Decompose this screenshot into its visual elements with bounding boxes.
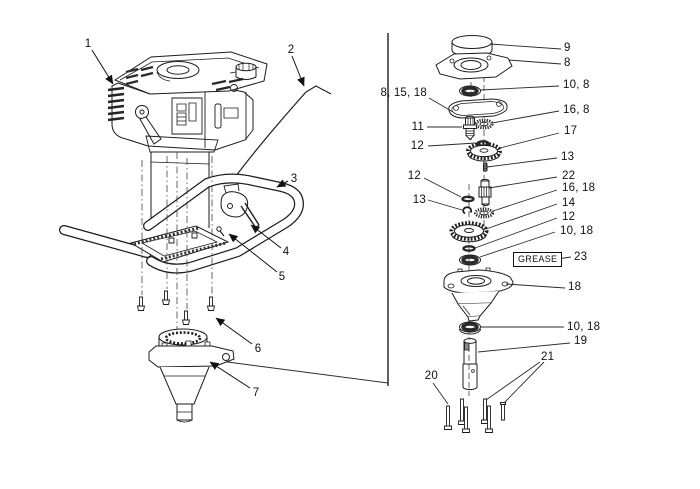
clip-13b-part [463,207,471,213]
callout-13a: 13 [561,151,575,163]
callout-5: 5 [278,271,286,283]
callout-12b: 12 [407,170,421,182]
bearing-mid-part [460,255,481,265]
callout-12c: 12 [562,211,576,223]
callout-8: 8 [564,57,571,69]
callout-21: 21 [541,351,555,363]
washer-splined-mid-part [476,209,493,217]
callout-17: 17 [564,125,578,137]
callout-12a: 12 [410,140,424,152]
callout-10-18b: 10, 18 [567,321,601,333]
callout-10-18a: 10, 18 [560,225,594,237]
bolt-axis-lines [142,152,212,332]
gear-upper-part [468,144,500,161]
callout-9: 9 [564,42,571,54]
mounting-bolts [138,291,215,325]
gasket-part [449,99,507,118]
handlebar-drawing [64,179,299,269]
left-callout-leaders [92,50,305,388]
callout-19: 19 [574,335,588,347]
throttle-cable-drawing [233,86,331,180]
callout-1: 1 [84,38,92,50]
engine-drawing [108,52,267,228]
gear-housing-part [444,268,513,321]
callout-10-8: 10, 8 [563,79,590,91]
screw-part [217,227,221,231]
pin-13a-part [484,163,488,171]
drive-pins [445,399,506,433]
washer-splined-top-part [476,120,492,128]
gear-lower-part [452,223,487,242]
cover-plate-part [436,53,512,79]
shaft-22-part [479,179,491,205]
callout-3: 3 [290,173,298,185]
callout-18: 18 [568,281,582,293]
callout-11: 11 [411,121,424,133]
assembled-gearbox-drawing [149,329,234,422]
throttle-control-drawing [217,184,259,236]
callout-14: 14 [562,197,576,209]
washer-12b-part [463,197,474,201]
callout-8-15-18: 8, 15, 18 [380,87,427,99]
pinion-part [464,116,477,139]
callout-4: 4 [282,246,290,258]
callout-20: 20 [424,370,438,382]
reference-line [220,361,388,383]
washer-12c-part [464,246,475,250]
callout-16-8: 16, 8 [563,104,590,116]
callout-7: 7 [252,387,260,399]
callout-23: 23 [574,251,588,263]
callout-16-18: 16, 18 [562,182,596,194]
right-callout-leaders [424,44,571,404]
bearing-lower-part [460,322,481,334]
bearing-top-part [460,86,481,96]
output-shaft-part [463,339,477,390]
callout-2: 2 [287,44,295,56]
callout-13b: 13 [412,194,426,206]
callout-22: 22 [562,170,576,182]
grease-note-box: GREASE [513,252,563,267]
callout-6: 6 [254,343,262,355]
